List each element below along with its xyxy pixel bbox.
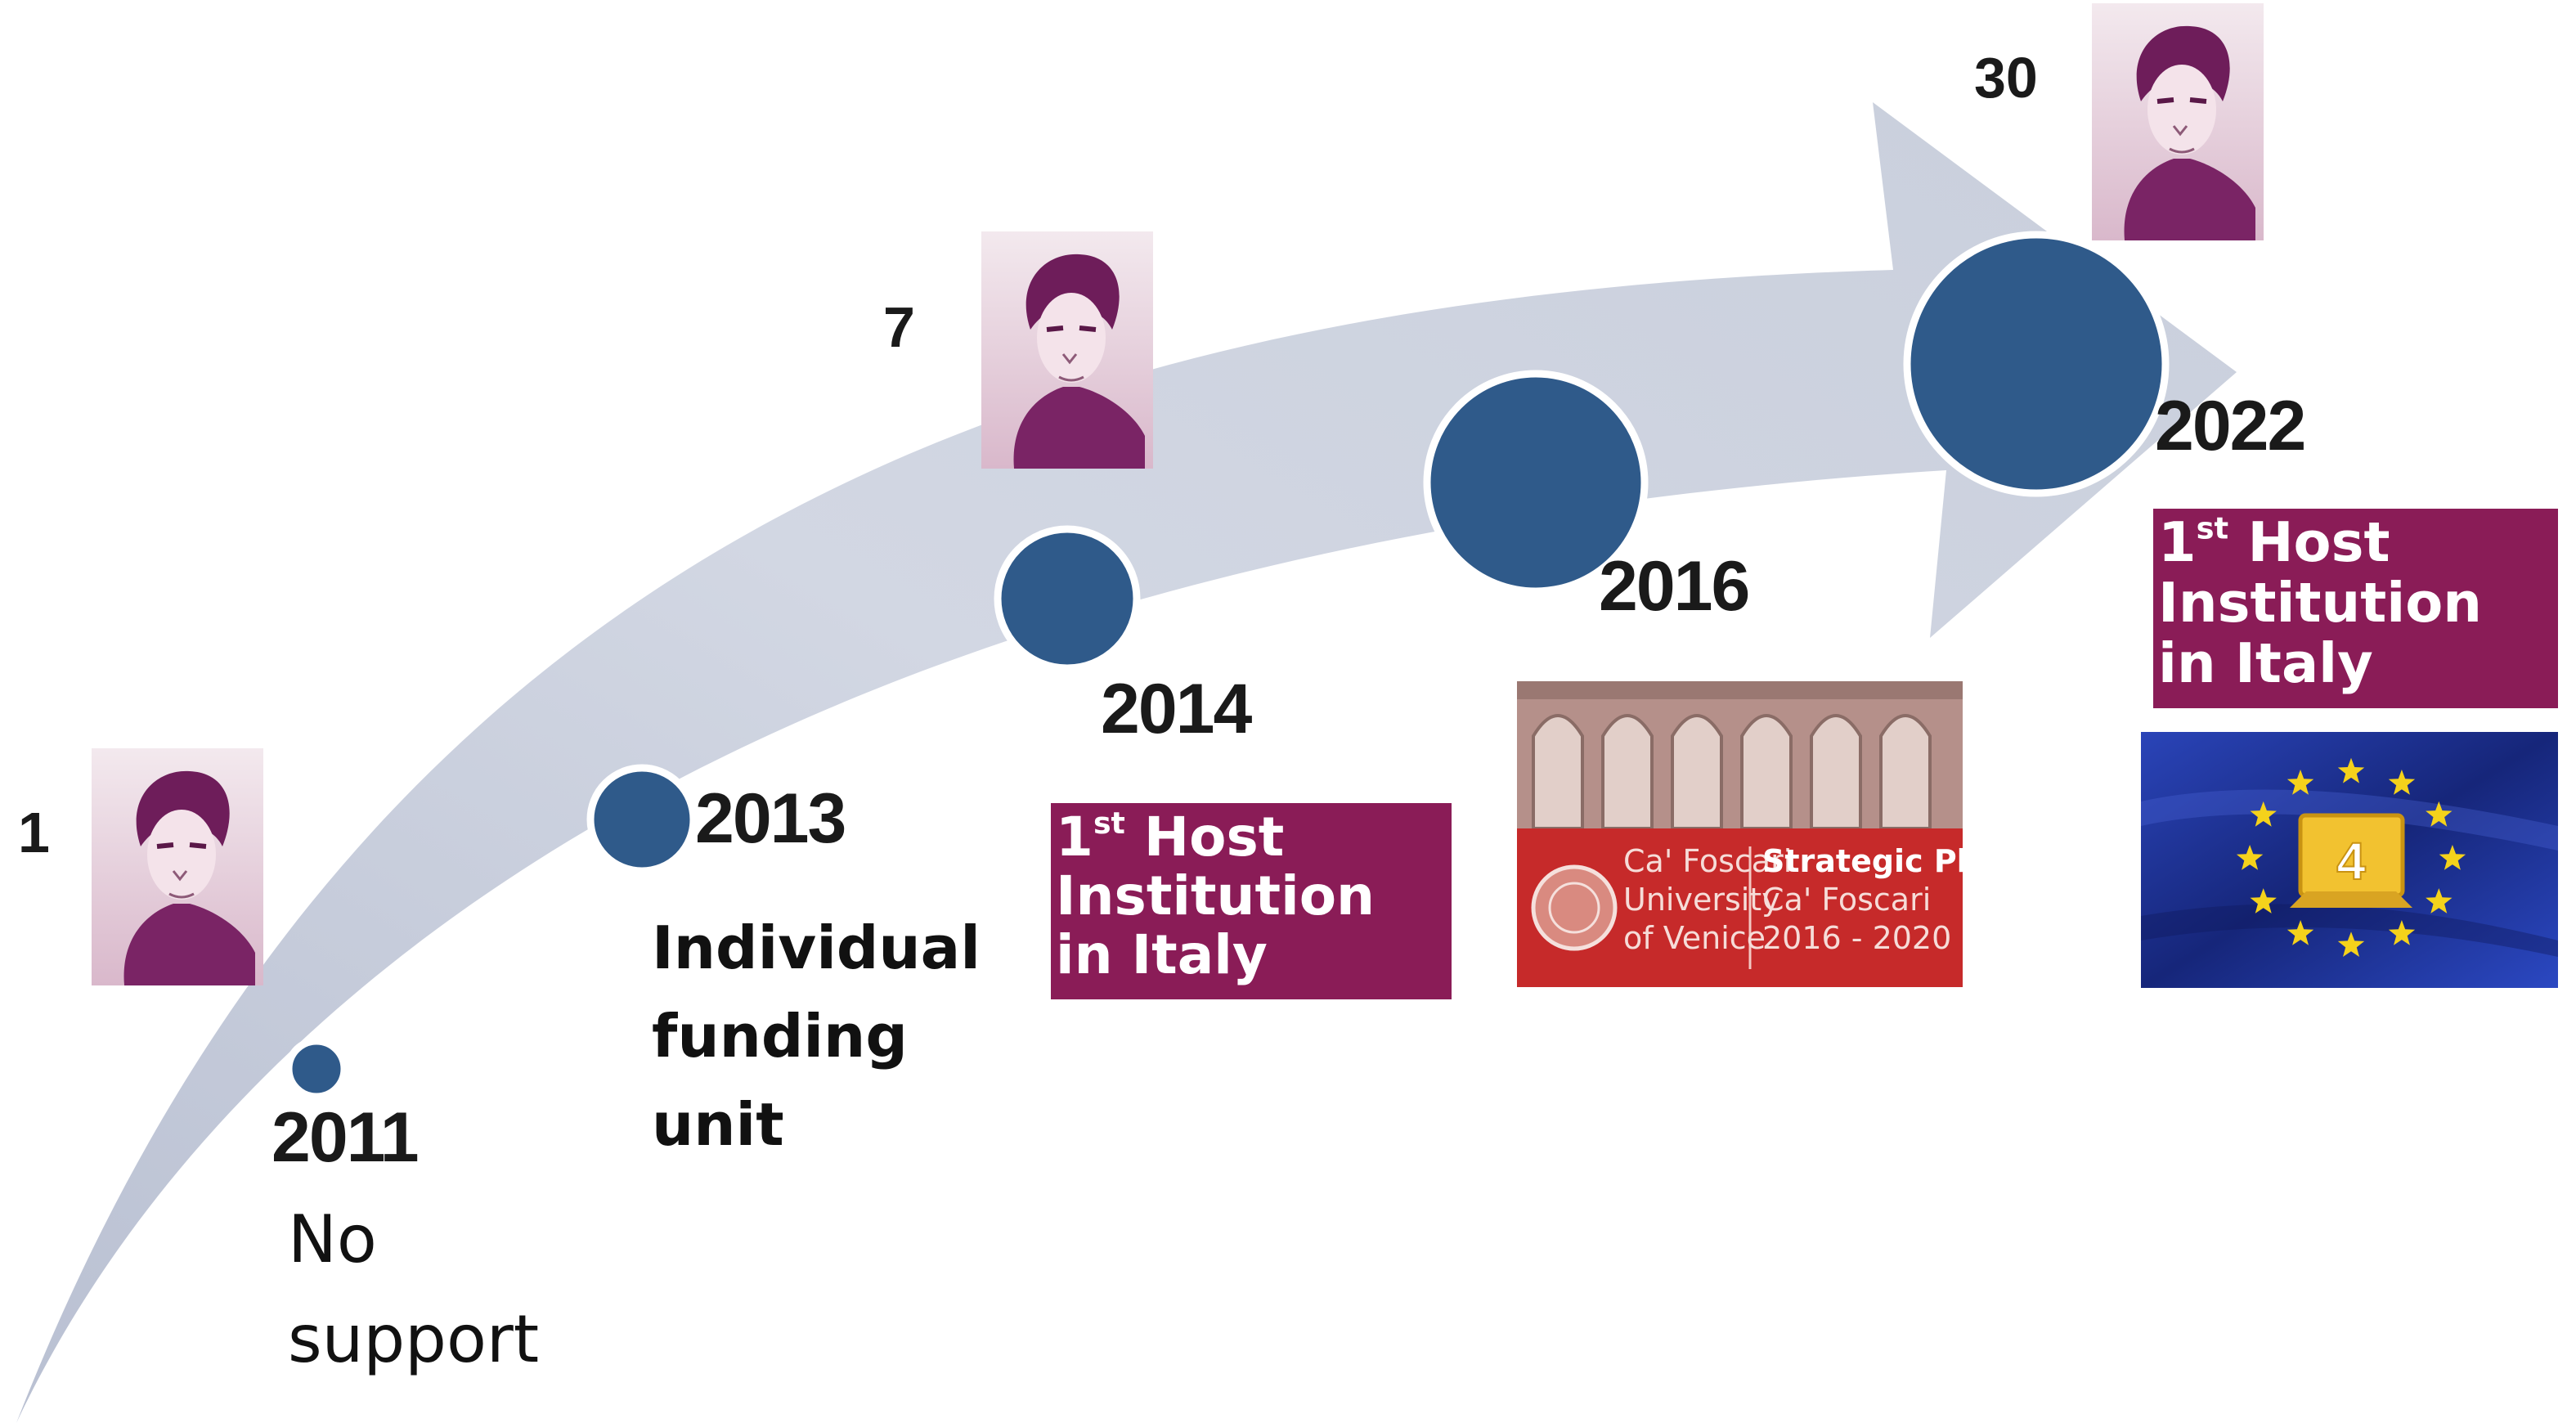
eu-star-icon (2439, 845, 2466, 870)
eu-star-icon (2250, 888, 2277, 914)
note-2011: No support (288, 1190, 539, 1389)
eu-star-icon (2287, 920, 2314, 945)
eu-star-icon (2388, 770, 2416, 795)
eu-star-icon (2388, 920, 2416, 945)
plan-caption-left: Ca' Foscari University of Venice (1623, 842, 1792, 958)
eu-star-icon (2250, 801, 2277, 827)
year-2013: 2013 (695, 779, 846, 858)
plan-caption-line: Ca' Foscari (1762, 882, 1932, 918)
plan-caption-line: of Venice (1623, 920, 1766, 956)
count-2014: 7 (883, 295, 915, 359)
eu-star-icon (2287, 770, 2314, 795)
host-institution-badge-2014: 1st Host Institution in Italy (1051, 803, 1452, 999)
badge-ordinal-suffix: st (1093, 805, 1125, 841)
milestone-circle-2013 (586, 764, 698, 875)
host-institution-badge-2022: 1st Host Institution in Italy (2153, 509, 2558, 708)
plan-title: Strategic Plan (1762, 843, 2011, 879)
milestone-circles (285, 231, 2170, 1101)
strategic-plan-image (1517, 681, 1963, 987)
badge-line3: in Italy (1056, 923, 1268, 986)
badge-line3: in Italy (2158, 631, 2373, 695)
plan-caption-right: Strategic Plan Ca' Foscari 2016 - 2020 (1762, 842, 2010, 958)
award-badge-icon: 4 (2290, 813, 2412, 908)
badge-line2: Institution (2158, 571, 2482, 635)
portrait-icon (981, 231, 1153, 469)
badge-ordinal: 1 (2158, 510, 2197, 574)
year-2016: 2016 (1599, 547, 1750, 626)
eu-star-icon (2236, 845, 2264, 870)
growth-arrow (16, 102, 2237, 1423)
milestone-circle-2022 (1903, 231, 2170, 497)
badge-line1: Host (2228, 510, 2390, 574)
milestone-circle-2011 (285, 1037, 348, 1101)
plan-caption-line: University (1623, 882, 1780, 918)
svg-text:4: 4 (2336, 832, 2366, 891)
note-2013-line: unit (652, 1090, 784, 1159)
eu-star-icon (2337, 757, 2365, 783)
eu-star-icon (2426, 888, 2453, 914)
note-2013-line: Individual (652, 914, 981, 982)
milestone-circle-2014 (994, 525, 1141, 672)
note-2013: Individual funding unit (652, 904, 981, 1169)
note-2011-line: No (288, 1201, 377, 1277)
badge-line2: Institution (1056, 864, 1376, 927)
portrait-icon (92, 748, 263, 985)
milestone-circle-2016 (1423, 370, 1649, 595)
year-2011: 2011 (272, 1098, 420, 1177)
eu-flag-icon: 4 (2141, 732, 2558, 988)
university-seal-icon (1531, 864, 1618, 951)
year-2014: 2014 (1101, 670, 1252, 748)
eu-star-icon (2426, 801, 2453, 827)
badge-ordinal-suffix: st (2196, 510, 2229, 546)
note-2013-line: funding (652, 1002, 908, 1071)
year-2022: 2022 (2155, 387, 2306, 465)
count-2022: 30 (1974, 46, 2038, 110)
eu-star-icon (2337, 931, 2365, 957)
plan-caption-line: Ca' Foscari (1623, 843, 1793, 879)
portrait-icon (2092, 3, 2264, 240)
badge-line1: Host (1124, 806, 1285, 869)
note-2011-line: support (288, 1301, 540, 1377)
plan-caption-line: 2016 - 2020 (1762, 920, 1952, 956)
count-2011: 1 (18, 801, 50, 864)
badge-ordinal: 1 (1056, 806, 1093, 869)
